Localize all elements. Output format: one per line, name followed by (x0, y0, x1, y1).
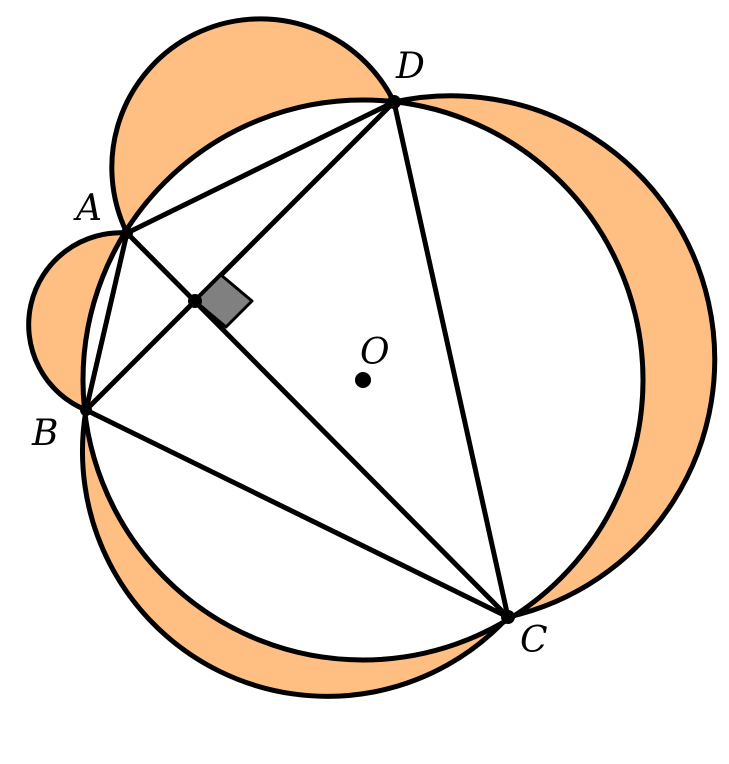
label-d: D (395, 46, 425, 87)
label-b: B (31, 413, 58, 454)
point-d (387, 95, 401, 109)
right-angle-marker (193, 273, 254, 329)
side-cb (83, 407, 511, 620)
point-diagonal-intersection (188, 294, 202, 308)
side-ba (83, 230, 130, 413)
label-o: O (360, 332, 390, 373)
label-c: C (520, 620, 548, 661)
point-c (501, 610, 515, 624)
diagonal-bd (83, 99, 397, 413)
point-o (355, 372, 371, 388)
point-b (80, 404, 92, 416)
label-a: A (73, 188, 102, 229)
side-dc (391, 99, 511, 620)
point-a (121, 227, 133, 239)
side-ad (124, 99, 397, 236)
